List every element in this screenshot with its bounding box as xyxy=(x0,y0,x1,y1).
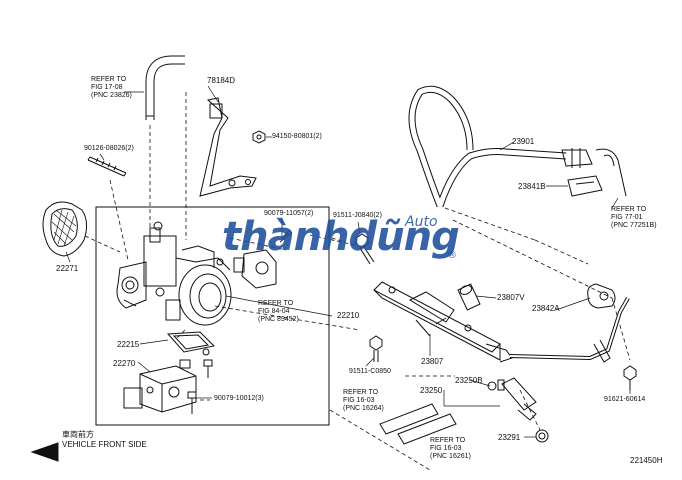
label-94150[interactable]: 94150-80801(2) xyxy=(272,133,322,140)
label-91511-c0850[interactable]: 91511-C0850 xyxy=(349,368,391,375)
ref-line: REFER TO xyxy=(611,206,647,213)
label-23291[interactable]: 23291 xyxy=(498,433,521,442)
tube-23250 xyxy=(379,403,457,445)
label-23250[interactable]: 23250 xyxy=(420,386,443,395)
label-22271[interactable]: 22271 xyxy=(56,264,79,273)
ref-fig-77-01[interactable]: REFER TO FIG 77-01 (PNC 77251B) xyxy=(611,206,657,230)
fuel-pipe xyxy=(509,297,630,361)
ref-line: FIG 84-04 xyxy=(258,308,290,315)
throttle-group-frame xyxy=(95,206,330,426)
bolt-91621-60614 xyxy=(623,365,637,390)
ref-fig-16-03-a[interactable]: REFER TO FIG 16-03 (PNC 16264) xyxy=(343,389,384,413)
delivery-pipe-23807 xyxy=(373,281,513,363)
ref-fig-84-04[interactable]: REFER TO FIG 84-04 (PNC 89452) xyxy=(258,300,299,324)
label-23842a[interactable]: 23842A xyxy=(532,304,560,313)
throttle-body-22210 xyxy=(116,221,232,326)
label-23807[interactable]: 23807 xyxy=(421,357,444,366)
ref-line: (PNC 89452) xyxy=(258,316,299,323)
label-90079-11057[interactable]: 90079-11057(2) xyxy=(264,210,314,217)
label-91511-j0840[interactable]: 91511-J0840(2) xyxy=(333,212,382,219)
ref-line: REFER TO xyxy=(430,437,466,444)
ref-line: (PNC 77251B) xyxy=(611,222,657,229)
ref-line: (PNC 23826) xyxy=(91,92,132,99)
label-22210[interactable]: 22210 xyxy=(337,311,360,320)
ref-line: FIG 17-08 xyxy=(91,84,123,91)
stud-90126 xyxy=(87,156,127,177)
injector-23250b xyxy=(497,377,537,421)
part-23807v xyxy=(457,283,481,311)
vehicle-front-cn: 車両前方 xyxy=(62,430,94,439)
filter-22271 xyxy=(42,201,88,257)
ref-fig-17-08[interactable]: REFER TO FIG 17-08 (PNC 23826) xyxy=(91,76,132,100)
label-23901[interactable]: 23901 xyxy=(512,137,535,146)
label-91621-60614[interactable]: 91621-60614 xyxy=(604,396,646,403)
vehicle-front-en: VEHICLE FRONT SIDE xyxy=(62,440,147,449)
label-22270[interactable]: 22270 xyxy=(113,359,136,368)
ref-line: FIG 16-03 xyxy=(430,445,462,452)
label-23807v[interactable]: 23807V xyxy=(497,293,525,302)
nut-94150 xyxy=(252,130,266,144)
watermark-sub: Auto xyxy=(405,214,438,230)
gasket-22215 xyxy=(166,331,216,353)
label-90126[interactable]: 90126-08026(2) xyxy=(84,145,134,152)
bolt-91511-c0850 xyxy=(369,335,383,362)
clip-23841b xyxy=(567,175,603,197)
ref-line: FIG 16-03 xyxy=(343,397,375,404)
ref-line: (PNC 16261) xyxy=(430,453,471,460)
clamp-23842a xyxy=(587,283,616,309)
sensor-90079-11057 xyxy=(233,229,293,289)
ref-line: REFER TO xyxy=(91,76,127,83)
bolt-91511-j0840 xyxy=(355,233,375,265)
vehicle-front-arrow xyxy=(30,442,59,462)
label-78184d[interactable]: 78184D xyxy=(207,76,236,85)
oring-small xyxy=(487,381,497,391)
screws-90079-10012 xyxy=(187,359,213,414)
label-22215[interactable]: 22215 xyxy=(117,340,140,349)
idle-valve-22270 xyxy=(123,359,197,413)
oring-23291 xyxy=(535,429,549,443)
ref-fig-16-03-b[interactable]: REFER TO FIG 16-03 (PNC 16261) xyxy=(430,437,471,461)
ref-line: REFER TO xyxy=(258,300,294,307)
diagram-code: 221450H xyxy=(630,456,663,465)
label-23841b[interactable]: 23841B xyxy=(518,182,546,191)
watermark-logo: thànhdũng xyxy=(222,214,460,260)
ref-line: FIG 77-01 xyxy=(611,214,643,221)
air-hose-fill xyxy=(146,56,185,120)
ref-line: REFER TO xyxy=(343,389,379,396)
vehicle-front-label: 車両前方 VEHICLE FRONT SIDE xyxy=(62,430,147,450)
watermark-registered: ® xyxy=(447,250,457,261)
bracket-78184d xyxy=(199,97,257,197)
label-23250b[interactable]: 23250B xyxy=(455,376,483,385)
ref-line: (PNC 16264) xyxy=(343,405,384,412)
label-90079-10012[interactable]: 90079-10012(3) xyxy=(214,395,264,402)
